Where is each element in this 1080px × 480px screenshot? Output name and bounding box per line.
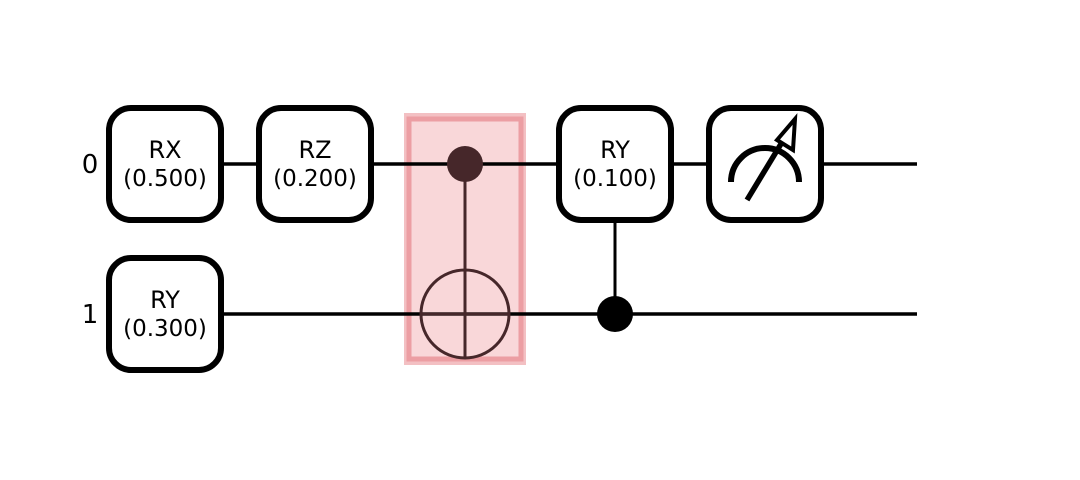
meter-icon <box>728 145 802 183</box>
measure-box <box>706 105 824 223</box>
gate-name: RY <box>600 136 630 164</box>
gate-name: RZ <box>298 136 331 164</box>
meter-arrowhead <box>773 113 798 154</box>
gate-name: RX <box>148 136 181 164</box>
gate-ry-1: RY(0.300) <box>106 255 224 373</box>
control-dot <box>447 146 483 182</box>
gate-rz-2: RZ(0.200) <box>256 105 374 223</box>
gate-box <box>106 255 224 373</box>
gate-param: (0.500) <box>123 166 207 192</box>
gate-name: RY <box>150 286 180 314</box>
wire-label-0: 0 <box>82 150 99 180</box>
gate-box <box>556 105 674 223</box>
gate-param: (0.200) <box>273 166 357 192</box>
meter-needle <box>744 132 790 202</box>
gate-cnot-3 <box>419 146 511 360</box>
gate-box <box>256 105 374 223</box>
wire-label-1: 1 <box>82 300 99 330</box>
gate-ry-4: RY(0.100) <box>556 105 674 223</box>
gate-box <box>106 105 224 223</box>
gate-param: (0.100) <box>573 166 657 192</box>
measure-gate-5 <box>706 105 824 223</box>
gate-rx-0: RX(0.500) <box>106 105 224 223</box>
gate-param: (0.300) <box>123 316 207 342</box>
control-dot-4 <box>597 296 633 332</box>
